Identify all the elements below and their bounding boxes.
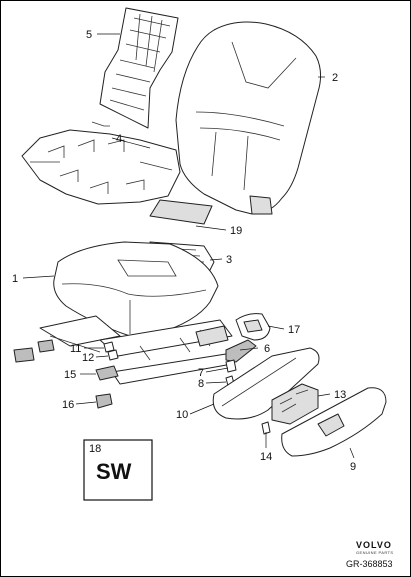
part-4-seat-heating-pad[interactable]: [21, 121, 181, 205]
part-11-clip[interactable]: [103, 341, 115, 353]
callout-3: 3: [226, 254, 232, 266]
part-17-cover[interactable]: [235, 313, 271, 341]
part-18-sw-box[interactable]: 18 SW: [83, 439, 153, 501]
callout-17: 17: [288, 324, 300, 336]
part-5-backrest-heating-pad[interactable]: [99, 7, 179, 129]
callout-15: 15: [64, 369, 76, 381]
seat-frame-rails: [39, 315, 233, 385]
part-14-screw[interactable]: [261, 421, 271, 435]
callout-18: 18: [89, 443, 101, 455]
doc-reference: GR-368853: [346, 559, 393, 569]
callout-8: 8: [198, 378, 204, 390]
part-10-side-panel[interactable]: [212, 347, 320, 420]
part-7-clip[interactable]: [225, 359, 237, 373]
part-9-side-cover[interactable]: [281, 387, 387, 457]
callout-14: 14: [260, 451, 272, 463]
callout-9: 9: [350, 461, 356, 473]
callout-4: 4: [116, 133, 122, 145]
brand-block: VOLVO GENUINE PARTS GR-368853: [346, 540, 394, 569]
part-13-control-panel[interactable]: [271, 383, 319, 425]
brand-tagline: GENUINE PARTS: [356, 550, 394, 555]
callout-10: 10: [176, 409, 188, 421]
callout-2: 2: [332, 72, 338, 84]
part-16-foot-cover[interactable]: [95, 393, 113, 409]
callout-12: 12: [82, 352, 94, 364]
callout-13: 13: [334, 389, 346, 401]
callout-1: 1: [12, 273, 18, 285]
sw-box-label: SW: [96, 459, 132, 484]
rail-end-caps: [13, 339, 55, 363]
callout-19: 19: [230, 225, 242, 237]
brand-name: VOLVO: [356, 540, 392, 550]
part-19-pad[interactable]: [149, 199, 213, 225]
callout-5: 5: [86, 29, 92, 41]
part-15-trim-cover[interactable]: [95, 365, 119, 381]
leader-lines: [22, 33, 355, 459]
callout-7: 7: [198, 367, 204, 379]
callout-16: 16: [62, 399, 74, 411]
part-1-seat-cushion[interactable]: [53, 241, 219, 337]
part-6-lever[interactable]: [225, 339, 257, 363]
callout-11: 11: [70, 343, 81, 355]
callout-6: 6: [264, 343, 270, 355]
part-2-backrest-cover[interactable]: [175, 21, 322, 215]
